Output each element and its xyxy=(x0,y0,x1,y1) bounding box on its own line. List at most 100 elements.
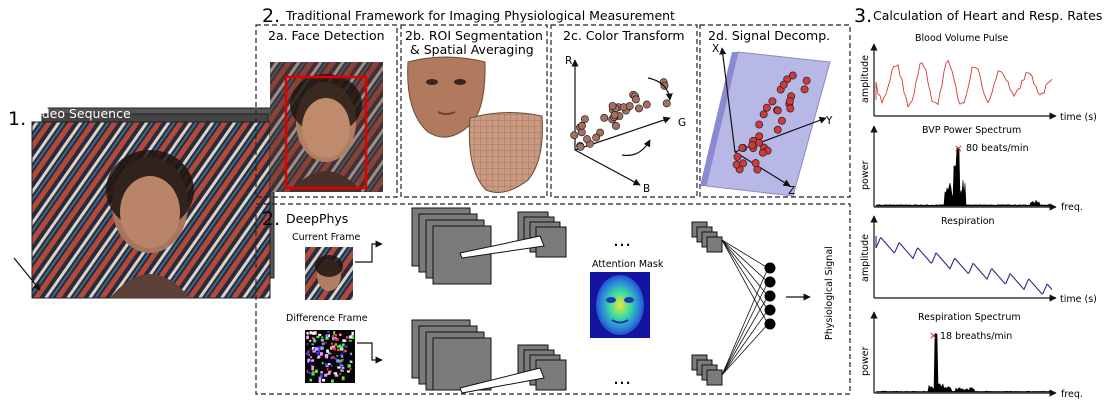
bvp-spectrum-title: BVP Power Spectrum xyxy=(922,125,1021,136)
respiration-xlabel: time (s) xyxy=(1060,294,1097,305)
axis-x-label: X xyxy=(712,43,719,55)
section2-number: 2. xyxy=(262,5,280,27)
respiration-spectrum-line xyxy=(875,333,1053,393)
scatter-point xyxy=(577,128,586,137)
resp-peak-label: 18 breaths/min xyxy=(940,331,1012,342)
scatter-point xyxy=(751,159,760,168)
ellipsis-top: ... xyxy=(613,229,631,251)
dense-node xyxy=(764,290,776,302)
scatter-point xyxy=(600,113,609,122)
respiration-plot: Respiration amplitude time (s) xyxy=(860,215,1097,305)
current-frame-arrow xyxy=(355,240,383,263)
bvp-peak-label: 80 beats/min xyxy=(966,143,1029,154)
scatter-point xyxy=(739,159,748,168)
difference-frame-arrow xyxy=(357,342,383,364)
bvp-title: Blood Volume Pulse xyxy=(915,33,1008,44)
dense-layer-nodes xyxy=(764,262,776,330)
scatter-point xyxy=(732,160,741,169)
scatter-point xyxy=(635,104,643,113)
panel-2d-title: 2d. Signal Decomp. xyxy=(708,28,830,43)
axis-b-label: B xyxy=(643,183,650,195)
difference-frame-image xyxy=(305,330,355,383)
motion-conv-stack xyxy=(411,319,567,394)
physiological-signal-label: Physiological Signal xyxy=(824,246,835,340)
scatter-point xyxy=(755,138,764,147)
deepphys-title: DeepPhys xyxy=(286,211,348,226)
scatter-point xyxy=(748,141,757,150)
scatter-point xyxy=(777,116,786,125)
scatter-point xyxy=(608,101,617,110)
decomp-scatter-points xyxy=(732,71,811,174)
scatter-point xyxy=(762,103,771,112)
scatter-point xyxy=(786,104,795,113)
roi-segmentation-image xyxy=(407,56,543,193)
difference-frame-label: Difference Frame xyxy=(286,313,368,324)
panel-2d-box xyxy=(699,24,851,198)
roi-mesh xyxy=(468,111,543,193)
axis-r-label: R xyxy=(565,55,572,67)
dense-node xyxy=(764,262,776,274)
scatter-point xyxy=(758,148,767,157)
scatter-point xyxy=(662,99,671,108)
pooled-features-bottom xyxy=(691,354,723,386)
scatter-point xyxy=(802,76,811,85)
bvp-spectrum-plot: BVP Power Spectrum power freq. × 80 beat… xyxy=(860,125,1083,213)
bvp-spectrum-ylabel: power xyxy=(860,161,871,190)
panel-2c-box xyxy=(550,24,698,198)
axis-g-label: G xyxy=(678,117,686,129)
scatter-point xyxy=(576,142,585,151)
appearance-conv-stack xyxy=(411,207,567,285)
bvp-spectrum-line xyxy=(875,147,1053,207)
scatter-point xyxy=(577,121,586,130)
section1-number: 1. xyxy=(8,108,26,130)
color-transform-plot: R G B xyxy=(565,55,686,195)
scatter-point xyxy=(738,143,747,152)
scatter-point xyxy=(583,135,591,144)
panel-2a-box xyxy=(255,24,398,198)
respiration-ylabel: amplitude xyxy=(860,234,871,282)
bvp-peak-marker: × xyxy=(954,143,963,155)
attention-mask-image xyxy=(590,272,650,338)
scatter-point xyxy=(755,120,764,129)
scatter-point xyxy=(768,97,777,106)
face-detection-image xyxy=(270,62,383,192)
video-sequence: 1. Video Sequence xyxy=(8,106,275,299)
scatter-point xyxy=(773,106,782,115)
respiration-spectrum-ylabel: power xyxy=(860,347,871,376)
respiration-spectrum-title: Respiration Spectrum xyxy=(918,312,1021,323)
bvp-signal-line xyxy=(875,59,1053,108)
dense-node xyxy=(764,304,776,316)
panel-2b-title-line1: 2b. ROI Segmentation xyxy=(405,28,543,43)
face-bounding-box xyxy=(284,75,368,190)
attention-mask-label: Attention Mask xyxy=(592,259,664,270)
panel-2c-title: 2c. Color Transform xyxy=(563,28,685,43)
scatter-point xyxy=(773,125,782,134)
dense-layer-connections xyxy=(721,239,769,376)
bvp-plot: Blood Volume Pulse amplitude time (s) xyxy=(860,33,1097,123)
scatter-point xyxy=(753,165,762,174)
section1-title: Video Sequence xyxy=(30,106,131,121)
scatter-point xyxy=(611,122,620,130)
scatter-point xyxy=(631,95,640,104)
axis-z-label: Z xyxy=(788,185,795,197)
deepphys-number: 2. xyxy=(262,208,280,230)
respiration-spectrum-plot: Respiration Spectrum power freq. × 18 br… xyxy=(860,311,1083,400)
current-frame-image xyxy=(305,247,353,300)
scatter-point xyxy=(580,115,589,124)
respiration-signal-line xyxy=(875,236,1053,295)
scatter-point xyxy=(779,80,788,89)
section2-title: Traditional Framework for Imaging Physio… xyxy=(285,8,675,23)
time-arrow xyxy=(13,257,41,291)
respiration-spectrum-xlabel: freq. xyxy=(1061,389,1083,399)
signal-decomposition-plot: X Y Z xyxy=(700,43,833,197)
axis-y-label: Y xyxy=(825,115,833,127)
scatter-point xyxy=(759,110,768,119)
scatter-point xyxy=(733,152,742,161)
bvp-xlabel: time (s) xyxy=(1060,112,1097,123)
ellipsis-bottom: ... xyxy=(613,367,631,389)
scatter-point xyxy=(592,133,601,142)
scatter-point xyxy=(570,131,579,140)
scatter-point xyxy=(625,102,634,111)
panel-2b-title-line2: & Spatial Averaging xyxy=(410,42,534,57)
scatter-point xyxy=(800,85,809,94)
